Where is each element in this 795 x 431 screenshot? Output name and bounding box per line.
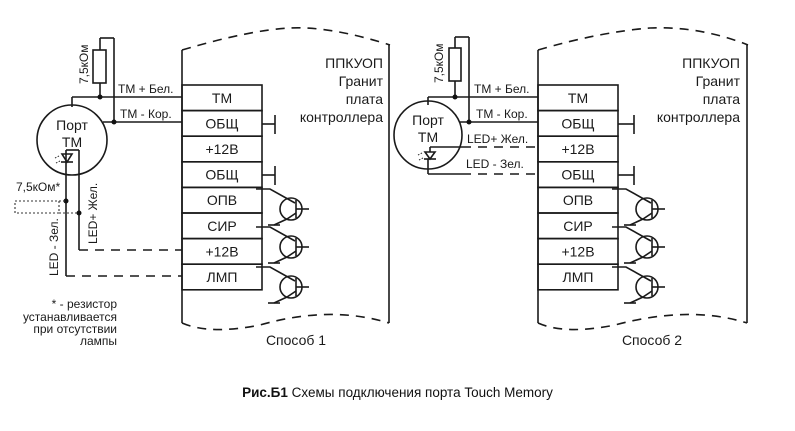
- terminal-label: ОБЩ: [561, 115, 594, 131]
- terminal-label: ЛМП: [563, 269, 594, 285]
- terminal-block: ТМ ОБЩ +12В ОБЩ ОПВ СИР +12В ЛМП: [537, 84, 619, 291]
- terminal-label: ЛМП: [207, 269, 238, 285]
- port-label-1: Порт: [56, 117, 88, 133]
- wire-label-tm-plus: ТМ + Бел.: [118, 82, 174, 96]
- transistor-group: [612, 188, 665, 304]
- device-name: ППКУОП: [325, 55, 383, 71]
- transistor-icon: [256, 226, 309, 264]
- device-bottom-boundary: [537, 313, 748, 331]
- resistor-icon: [448, 47, 462, 82]
- transistor-icon: [256, 188, 309, 226]
- port-label-2: ТМ: [62, 134, 82, 150]
- wire-label-tm-minus: ТМ - Кор.: [120, 107, 172, 121]
- terminal-label: ТМ: [568, 90, 588, 106]
- transistor-group: [256, 188, 309, 304]
- terminal-label: ОБЩ: [561, 167, 594, 183]
- ground-icon: [262, 166, 276, 185]
- wire-label-led-minus: LED - Зел.: [466, 157, 524, 171]
- resistor-label: 7,5кОм: [77, 44, 91, 84]
- footnote-line-1: * - резистор: [52, 297, 118, 311]
- device-name: ППКУОП: [682, 55, 740, 71]
- figure-caption: Рис.Б1 Схемы подключения порта Touch Mem…: [0, 385, 795, 400]
- terminal-label: +12В: [561, 243, 594, 259]
- device-board-1: плата: [703, 91, 740, 107]
- figure-number: Рис.Б1: [242, 385, 288, 400]
- port-label-1: Порт: [412, 112, 444, 128]
- footnote-line-3: при отсутствии: [33, 322, 117, 336]
- wire-label-tm-minus: ТМ - Кор.: [476, 107, 528, 121]
- wire-label-led-minus: LED - Зел.: [47, 218, 61, 276]
- transistor-icon: [612, 188, 665, 226]
- device-top-boundary: [537, 27, 749, 51]
- terminal-label: +12В: [205, 243, 238, 259]
- terminal-label: +12В: [561, 141, 594, 157]
- method-1-label: Способ 1: [266, 332, 326, 348]
- led-icon: [417, 151, 437, 161]
- port-tm-circle: [36, 104, 108, 176]
- device-model: Гранит: [696, 73, 741, 89]
- ground-icon: [618, 166, 635, 185]
- transistor-icon: [612, 226, 665, 264]
- wire-label-led-plus: LED+ Жел.: [86, 183, 100, 244]
- resistor-icon: [92, 49, 107, 84]
- method-2-diagram: ППКУОП Гранит плата контроллера ТМ ОБЩ +12…: [393, 27, 749, 348]
- terminal-label: +12В: [205, 141, 238, 157]
- terminal-label: ОБЩ: [205, 115, 238, 131]
- terminal-label: ОПВ: [207, 192, 237, 208]
- terminal-label: ОБЩ: [205, 167, 238, 183]
- ground-icon: [618, 115, 635, 134]
- terminal-label: ОПВ: [563, 192, 593, 208]
- transistor-icon: [256, 266, 309, 304]
- wire-label-led-plus: LED+ Жел.: [467, 132, 528, 146]
- ground-icon: [262, 115, 276, 134]
- device-model: Гранит: [339, 73, 384, 89]
- device-top-boundary: [181, 27, 391, 51]
- wire-label-tm-plus: ТМ + Бел.: [474, 82, 530, 96]
- optional-resistor-label: 7,5кОм*: [16, 180, 61, 194]
- device-board-1: плата: [346, 91, 383, 107]
- port-label-2: ТМ: [418, 129, 438, 145]
- device-board-2: контроллера: [657, 109, 740, 125]
- transistor-icon: [612, 266, 665, 304]
- optional-resistor-icon: [14, 200, 60, 214]
- led-icon: [54, 153, 74, 164]
- resistor-label: 7,5кОм: [432, 43, 446, 83]
- method-2-label: Способ 2: [622, 332, 682, 348]
- terminal-block: ТМ ОБЩ +12В ОБЩ ОПВ СИР +12В ЛМП: [181, 84, 263, 291]
- device-bottom-boundary: [181, 313, 390, 331]
- terminal-label: СИР: [563, 218, 593, 234]
- method-1-diagram: ППКУОП Гранит плата контроллера ТМ ОБЩ +12…: [14, 27, 391, 348]
- footnote-line-4: лампы: [80, 334, 117, 348]
- terminal-label: СИР: [207, 218, 237, 234]
- terminal-cell: [537, 263, 619, 291]
- figure-title: Схемы подключения порта Touch Memory: [291, 385, 553, 400]
- footnote-line-2: устанавливается: [23, 310, 117, 324]
- terminal-cell: [181, 263, 263, 291]
- device-board-2: контроллера: [300, 109, 383, 125]
- terminal-label: ТМ: [212, 90, 232, 106]
